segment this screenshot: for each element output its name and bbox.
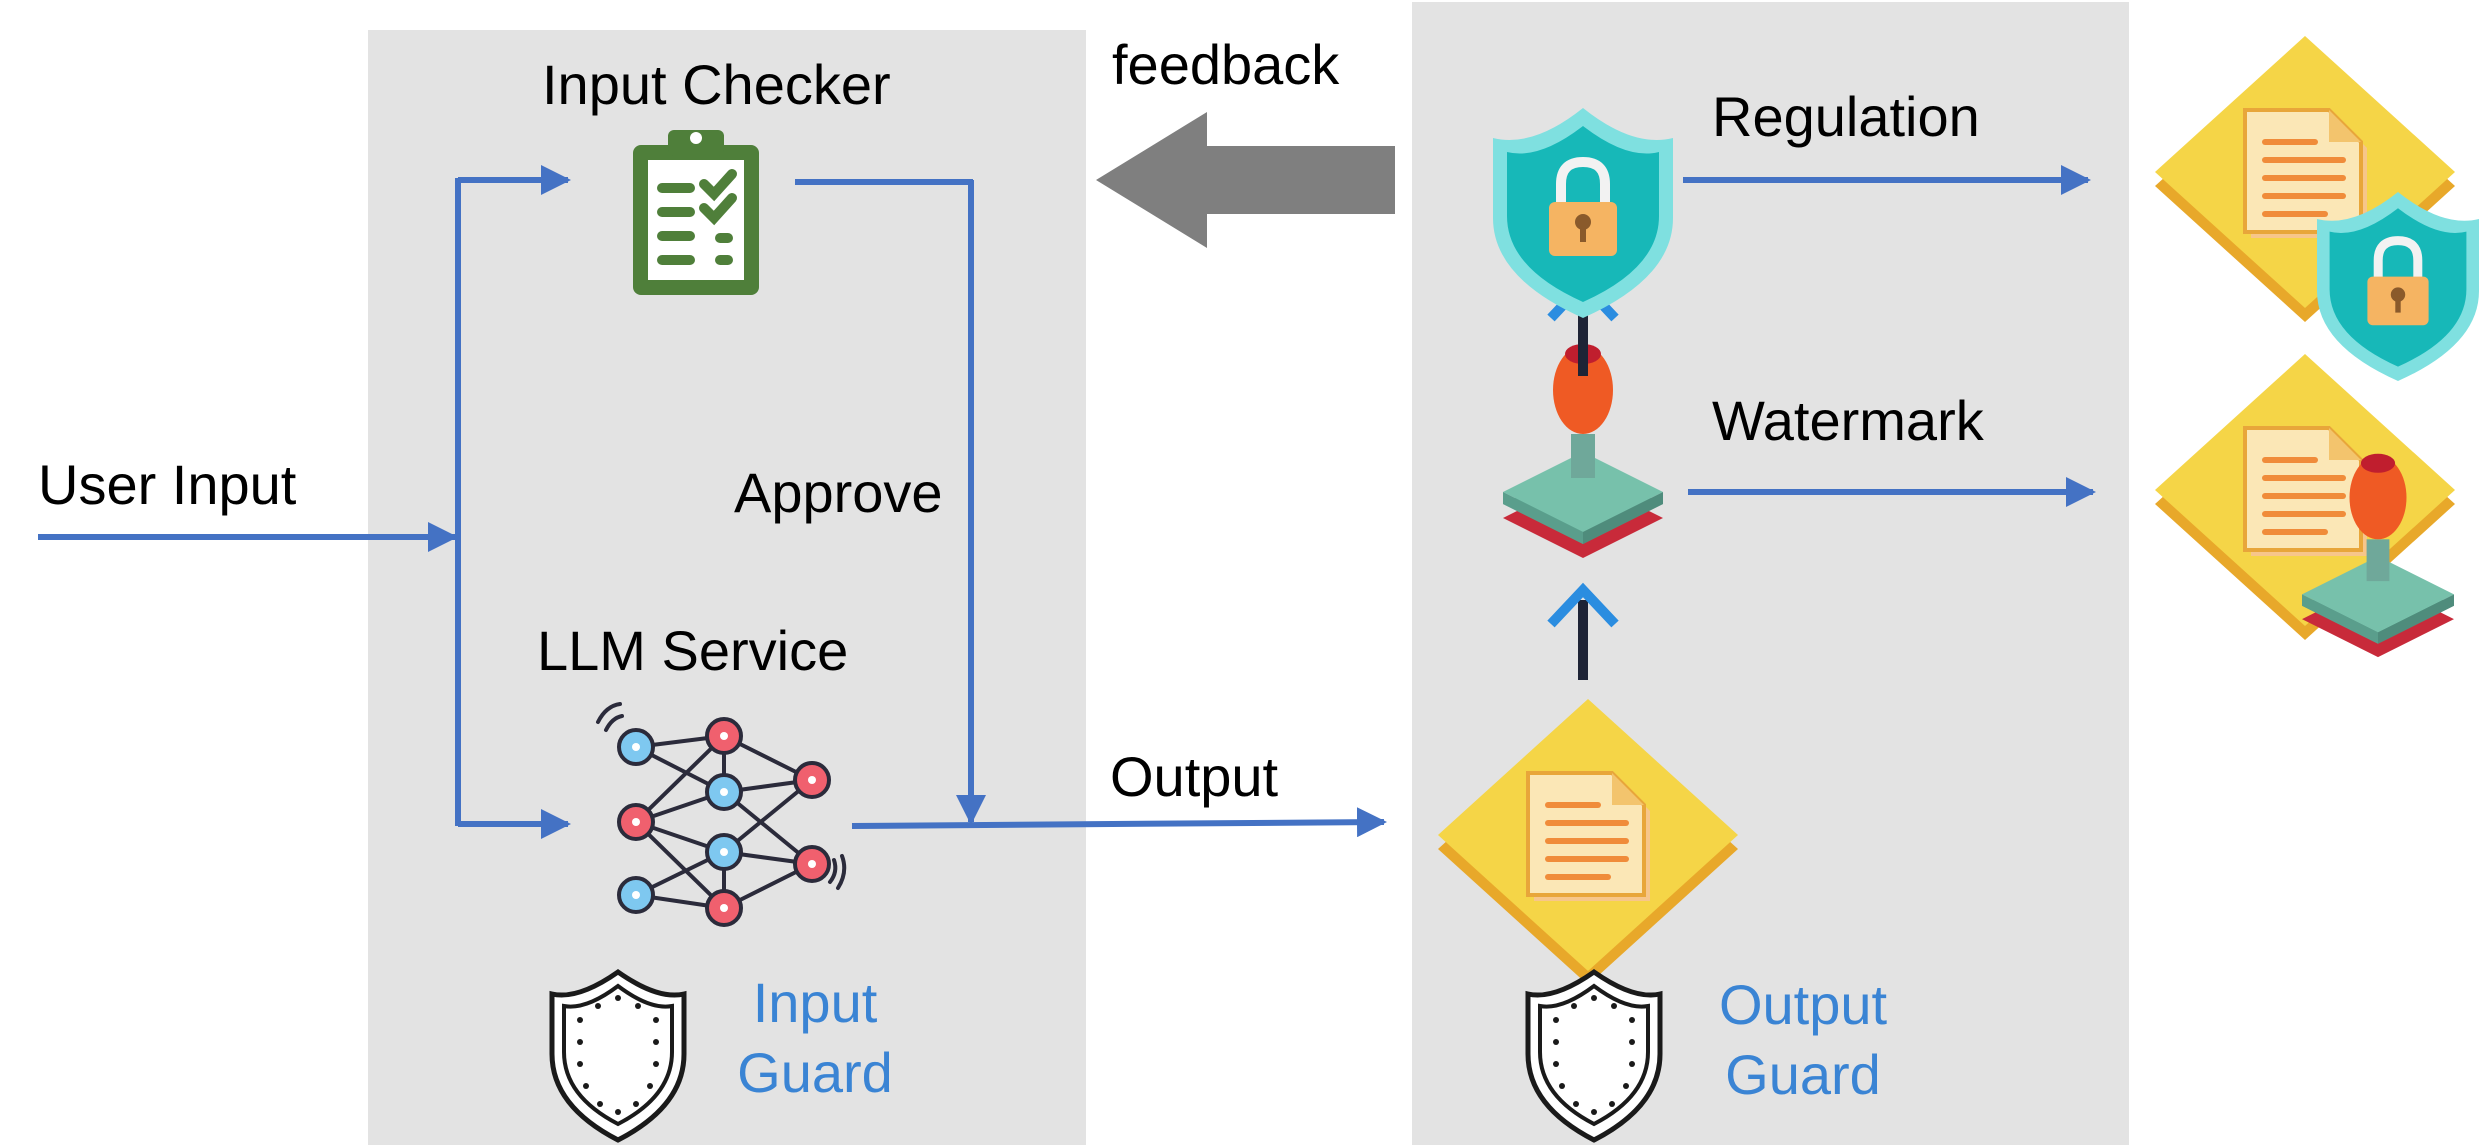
- output-guard-label-line1: Output: [1719, 973, 1888, 1036]
- output-arrow: [851, 807, 1387, 838]
- output-guard-label-line2: Guard: [1725, 1043, 1881, 1106]
- approve-label: Approve: [734, 461, 943, 524]
- user-input-label: User Input: [38, 453, 297, 516]
- clipboard-check-icon: [633, 130, 759, 295]
- watermark-label: Watermark: [1712, 389, 1985, 452]
- input-checker-label: Input Checker: [542, 53, 891, 116]
- input-flow-arrows: [38, 165, 2096, 839]
- input-guard-label-line2: Guard: [737, 1041, 893, 1104]
- llm-service-label: LLM Service: [537, 619, 848, 682]
- output-label: Output: [1110, 745, 1279, 808]
- input-guard-label-line1: Input: [753, 971, 878, 1034]
- feedback-label: feedback: [1112, 33, 1340, 96]
- up-arrow-icon: [1547, 582, 1619, 680]
- feedback-arrow: [1096, 112, 1395, 248]
- regulation-label: Regulation: [1712, 85, 1980, 148]
- shield-lock-icon: [2317, 192, 2479, 381]
- neural-network-icon: [596, 702, 847, 927]
